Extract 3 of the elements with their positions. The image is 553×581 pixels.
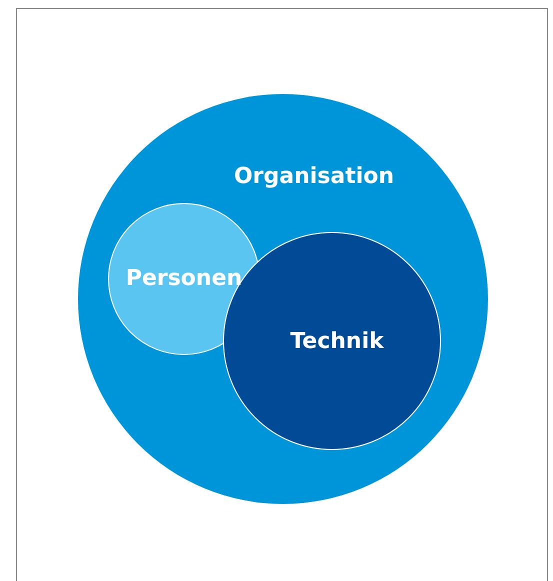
circle-label: Organisation (234, 164, 394, 190)
circle-label: Personen (126, 266, 242, 292)
circle-label: Technik (290, 328, 384, 356)
